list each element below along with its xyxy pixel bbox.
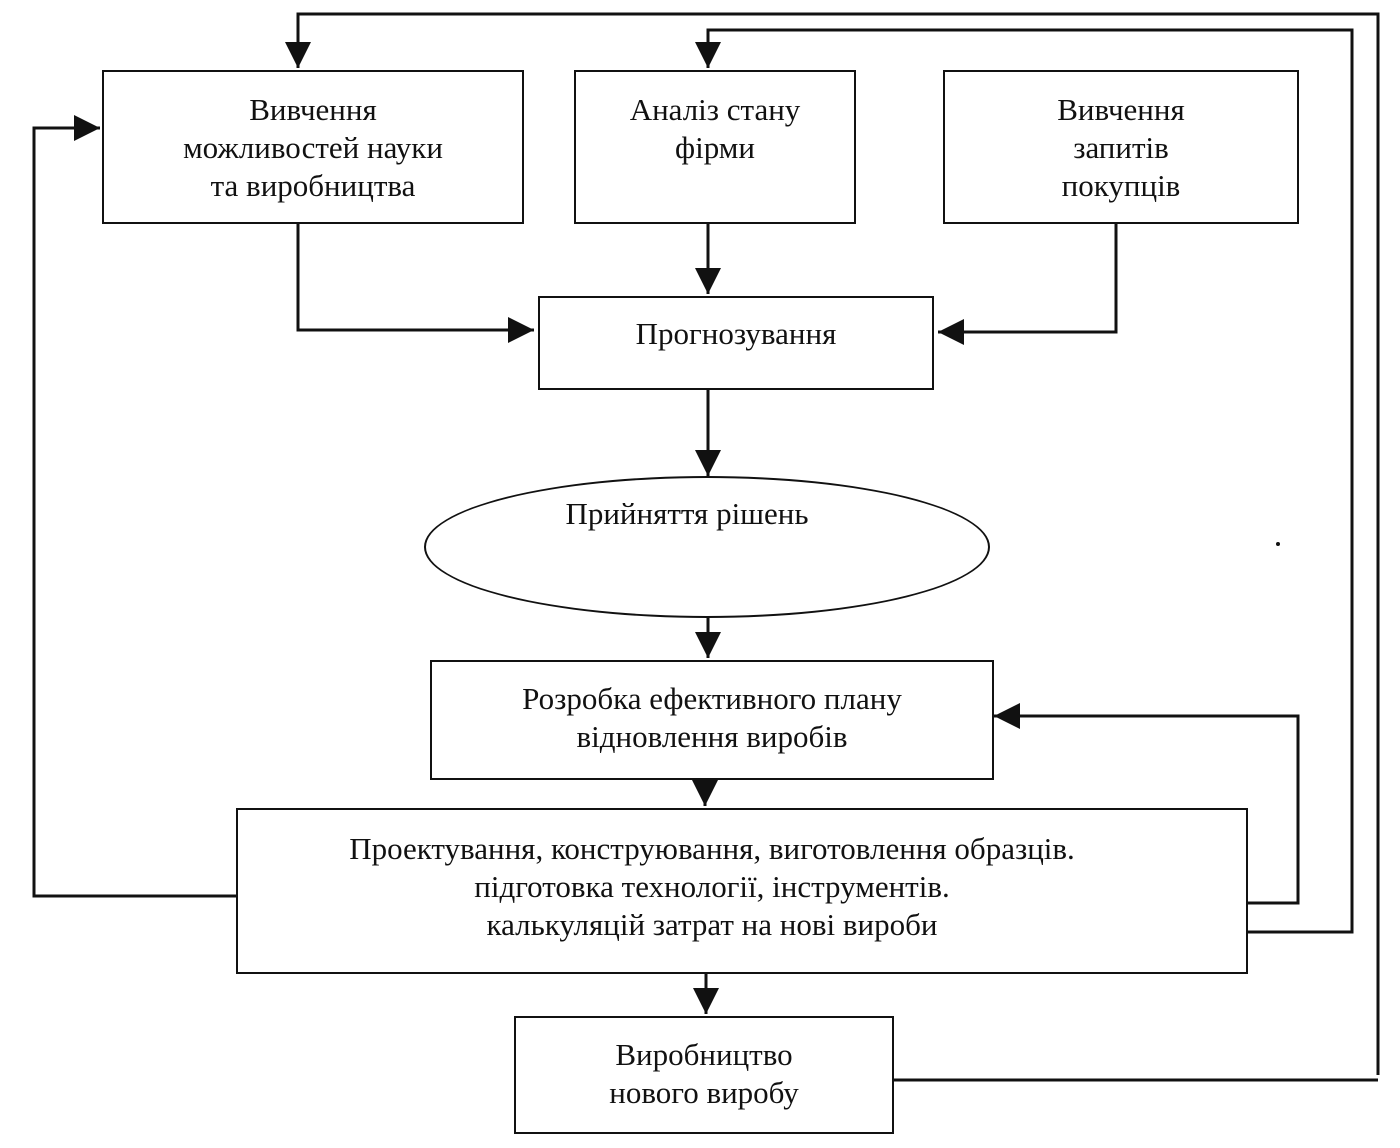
science-study-box: Вивчення можливостей науки та виробництв…	[102, 70, 524, 224]
design-engineering-line-2: підготовка технології, інструментів.	[474, 869, 950, 904]
forecasting-box: Прогнозування	[538, 296, 934, 390]
buyer-requests-line-1: Вивчення	[1057, 92, 1185, 127]
firm-analysis-line-2: фірми	[675, 130, 755, 165]
feedback-arrow-design-to-firm	[695, 28, 1354, 934]
buyer-requests-box: Вивчення запитів покупців	[943, 70, 1299, 224]
arrow-science-to-forecast	[296, 222, 534, 343]
design-engineering-box: Проектування, конструювання, виготовленн…	[236, 808, 1248, 974]
feedback-arrow-design-to-plan	[994, 703, 1300, 905]
forecasting-label: Прогнозування	[635, 316, 837, 351]
design-engineering-line-3: калькуляцій затрат на нові вироби	[486, 907, 938, 942]
science-study-line-3: та виробництва	[210, 168, 416, 203]
renewal-plan-box: Розробка ефективного плану відновлення в…	[430, 660, 994, 780]
buyer-requests-line-3: покупців	[1061, 168, 1181, 203]
stray-dot	[1276, 542, 1280, 546]
renewal-plan-line-1: Розробка ефективного плану	[522, 681, 902, 716]
firm-analysis-line-1: Аналіз стану	[629, 92, 801, 127]
arrow-buyers-to-forecast	[938, 222, 1118, 345]
design-engineering-line-1: Проектування, конструювання, виготовленн…	[349, 831, 1075, 866]
new-product-production-box: Виробництво нового виробу	[514, 1016, 894, 1134]
science-study-line-2: можливостей науки	[183, 130, 443, 165]
decision-making-oval: Прийняття рішень	[424, 476, 990, 618]
new-product-production-line-1: Виробництво	[615, 1037, 793, 1072]
new-product-production-line-2: нового виробу	[609, 1075, 799, 1110]
renewal-plan-line-2: відновлення виробів	[576, 719, 848, 754]
feedback-arrow-design-to-science	[32, 115, 236, 898]
decision-making-label: Прийняття рішень	[565, 496, 809, 531]
firm-analysis-box: Аналіз стану фірми	[574, 70, 856, 224]
buyer-requests-line-2: запитів	[1073, 130, 1169, 165]
feedback-arrow-to-science-top	[285, 12, 1380, 1075]
science-study-line-1: Вивчення	[249, 92, 377, 127]
